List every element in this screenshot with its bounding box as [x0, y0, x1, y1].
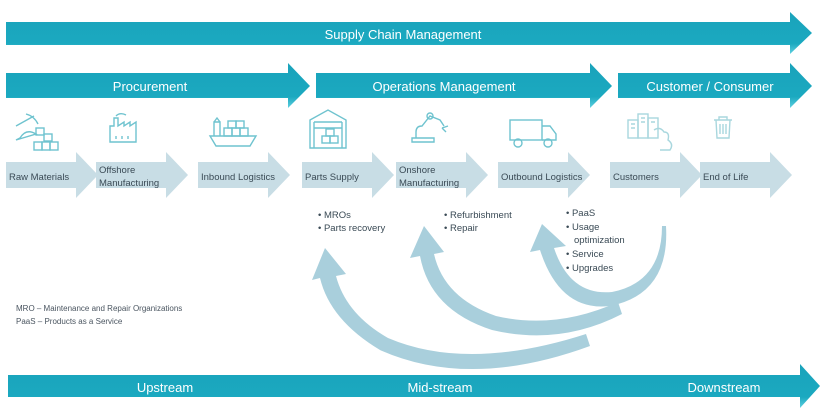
- return-arc-parts-supply: [312, 248, 590, 370]
- return-arcs: [312, 224, 680, 370]
- process-step: Parts Supply: [302, 152, 394, 198]
- process-step: Outbound Logistics: [498, 152, 590, 198]
- return-arc-outbound-logistics: [530, 224, 680, 307]
- step-label: End of Life: [703, 172, 748, 183]
- note-mro: MRO – Maintenance and Repair Organizatio…: [16, 304, 182, 313]
- phase-arrow-shape: [618, 63, 812, 108]
- phase-arrow-shape: [6, 63, 310, 108]
- step-arrow-shape: [498, 152, 590, 198]
- delivery-truck-icon: [509, 119, 557, 148]
- note-paas: PaaS – Products as a Service: [16, 317, 123, 326]
- stream-band: Upstream Mid-stream Downstream: [8, 364, 820, 408]
- return-arc-onshore-manufacturing: [410, 226, 622, 336]
- bullet-item: • Refurbishment: [444, 210, 512, 221]
- bullets-manufacturing: • Refurbishment • Repair: [444, 210, 512, 234]
- abbreviation-notes: MRO – Maintenance and Repair Organizatio…: [16, 304, 182, 326]
- band-arrow-shape: [6, 12, 812, 54]
- band-arrow-shape: [8, 364, 820, 408]
- phase-procurement: Procurement: [6, 63, 310, 108]
- step-arrow-shape: [96, 152, 188, 198]
- step-label: Raw Materials: [9, 172, 69, 183]
- step-arrow-shape: [396, 152, 488, 198]
- bullet-item: • Service: [566, 249, 604, 260]
- step-label: Onshore: [399, 165, 435, 176]
- stream-label-downstream: Downstream: [688, 380, 761, 395]
- factory-icon: [109, 113, 137, 143]
- mining-pickaxe-crates-icon: [15, 113, 59, 151]
- phase-customer-consumer: Customer / Consumer: [618, 63, 812, 108]
- trash-can-icon: [714, 116, 732, 139]
- step-arrow-shape: [198, 152, 290, 198]
- step-label: Inbound Logistics: [201, 172, 275, 183]
- process-step: Customers: [610, 152, 702, 198]
- bullet-item: • PaaS: [566, 208, 595, 219]
- stream-label-midstream: Mid-stream: [407, 380, 472, 395]
- step-label: Outbound Logistics: [501, 172, 583, 183]
- bullet-item: • MROs: [318, 210, 351, 221]
- bullet-item: • Repair: [444, 223, 478, 234]
- step-label: Manufacturing: [399, 178, 459, 189]
- bullet-item: • Usage: [566, 222, 599, 233]
- bullets-parts: • MROs • Parts recovery: [318, 210, 385, 234]
- bullets-customer: • PaaS • Usage optimization • Service • …: [566, 208, 625, 274]
- bullet-item: • Upgrades: [566, 263, 613, 274]
- step-arrow-shape: [610, 152, 702, 198]
- phase-label: Procurement: [113, 79, 188, 94]
- robotic-arm-icon: [411, 112, 449, 143]
- phase-arrow-shape: [316, 63, 612, 108]
- stream-label-upstream: Upstream: [137, 380, 193, 395]
- phase-label: Customer / Consumer: [646, 79, 774, 94]
- step-arrow-shape: [302, 152, 394, 198]
- step-arrow-shape: [6, 152, 98, 198]
- process-step: Raw Materials: [6, 152, 98, 198]
- process-step: Inbound Logistics: [198, 152, 290, 198]
- city-buildings-icon: [627, 113, 673, 151]
- bullet-item-continued: optimization: [574, 235, 625, 246]
- phase-label: Operations Management: [372, 79, 515, 94]
- step-label: Customers: [613, 172, 659, 183]
- step-arrow-shape: [700, 152, 792, 198]
- process-step: End of Life: [700, 152, 792, 198]
- step-label: Manufacturing: [99, 178, 159, 189]
- phase-operations-management: Operations Management: [316, 63, 612, 108]
- band-label: Supply Chain Management: [325, 27, 482, 42]
- cargo-ship-icon: [208, 116, 258, 147]
- step-label: Parts Supply: [305, 172, 359, 183]
- bullet-item: • Parts recovery: [318, 223, 385, 234]
- warehouse-icon: [309, 109, 347, 149]
- supply-chain-management-band: Supply Chain Management: [6, 12, 812, 54]
- step-label: Offshore: [99, 165, 135, 176]
